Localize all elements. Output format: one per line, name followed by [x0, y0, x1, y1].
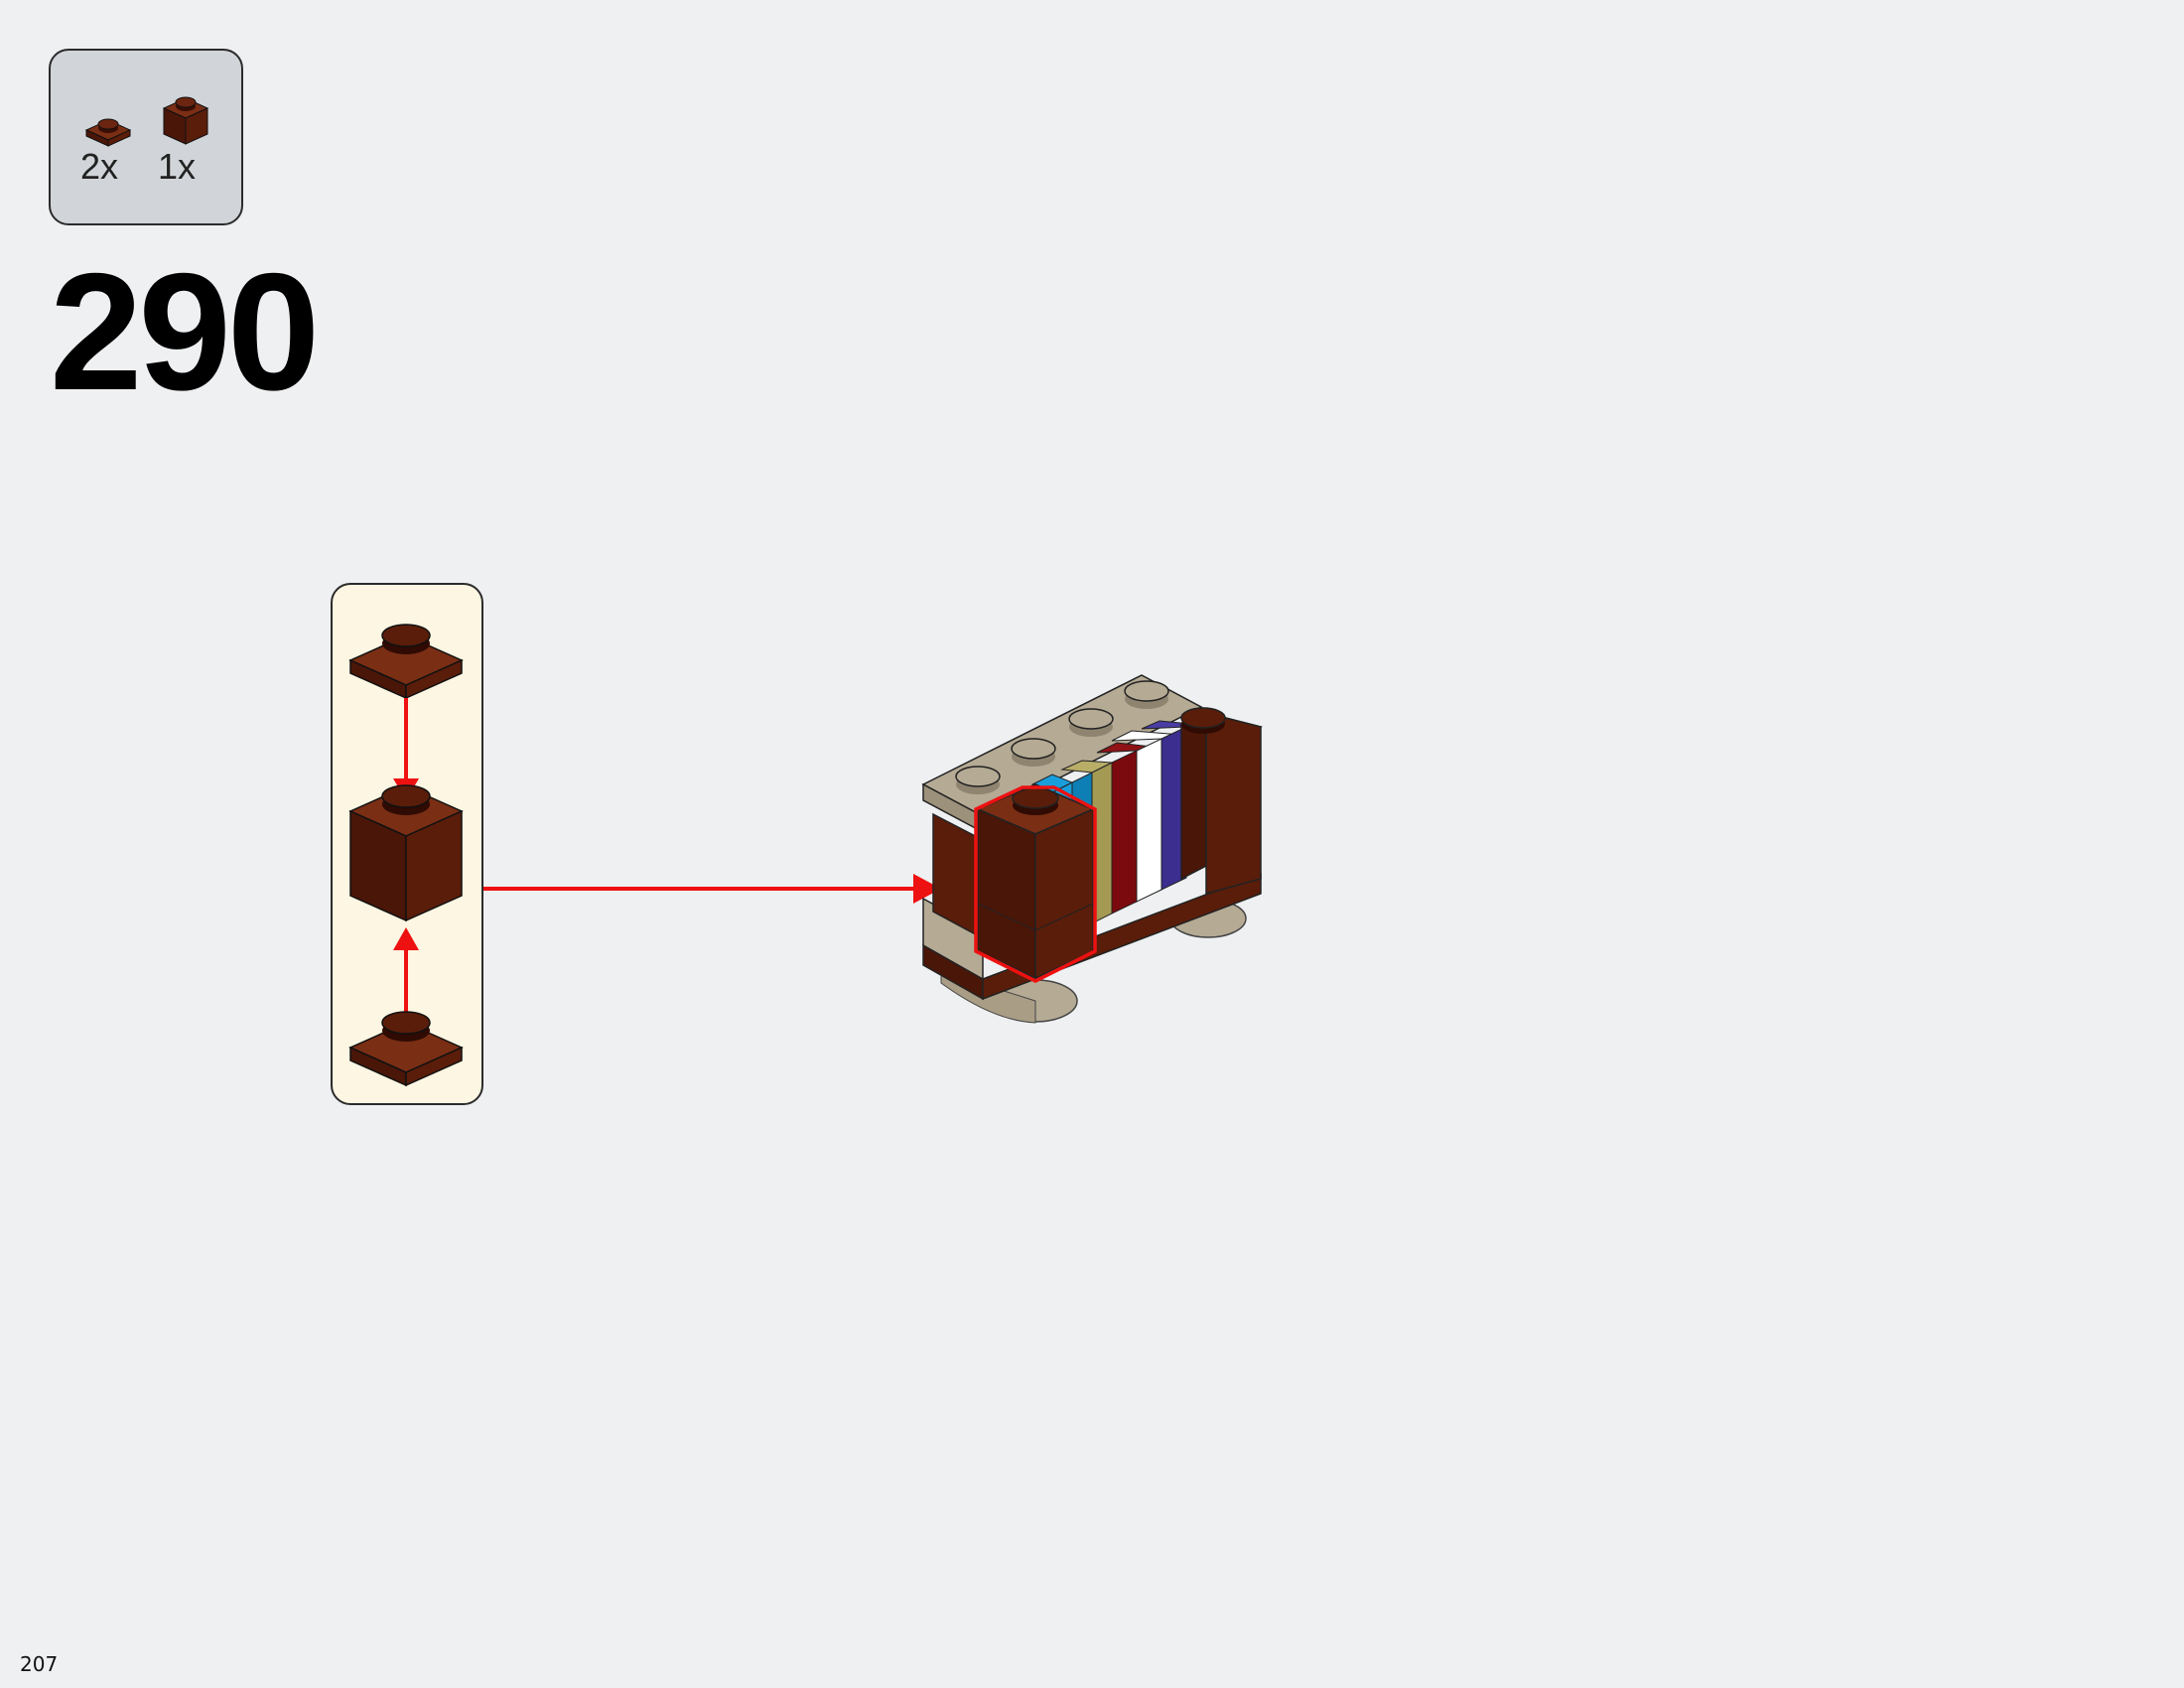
brown-brick-1x1-icon [162, 96, 209, 145]
brown-brick-1x1-icon [348, 784, 464, 922]
part-quantity: 2x [80, 146, 119, 187]
parts-list-callout: 2x 1x [49, 49, 243, 225]
part-quantity: 1x [158, 146, 197, 187]
brown-plate-1x1-icon [348, 624, 464, 700]
step-number: 290 [50, 238, 320, 425]
brown-plate-1x1-icon [348, 1011, 464, 1087]
page-number: 207 [20, 1652, 59, 1676]
new-brown-column [976, 783, 1095, 980]
brown-plate-1x1-icon [84, 118, 132, 147]
tan-studs [955, 680, 1169, 794]
placement-arrow-icon [483, 874, 941, 904]
highlight-outline [974, 785, 1097, 983]
arrow-up-icon [393, 927, 419, 1019]
brown-end-right [1178, 707, 1264, 895]
